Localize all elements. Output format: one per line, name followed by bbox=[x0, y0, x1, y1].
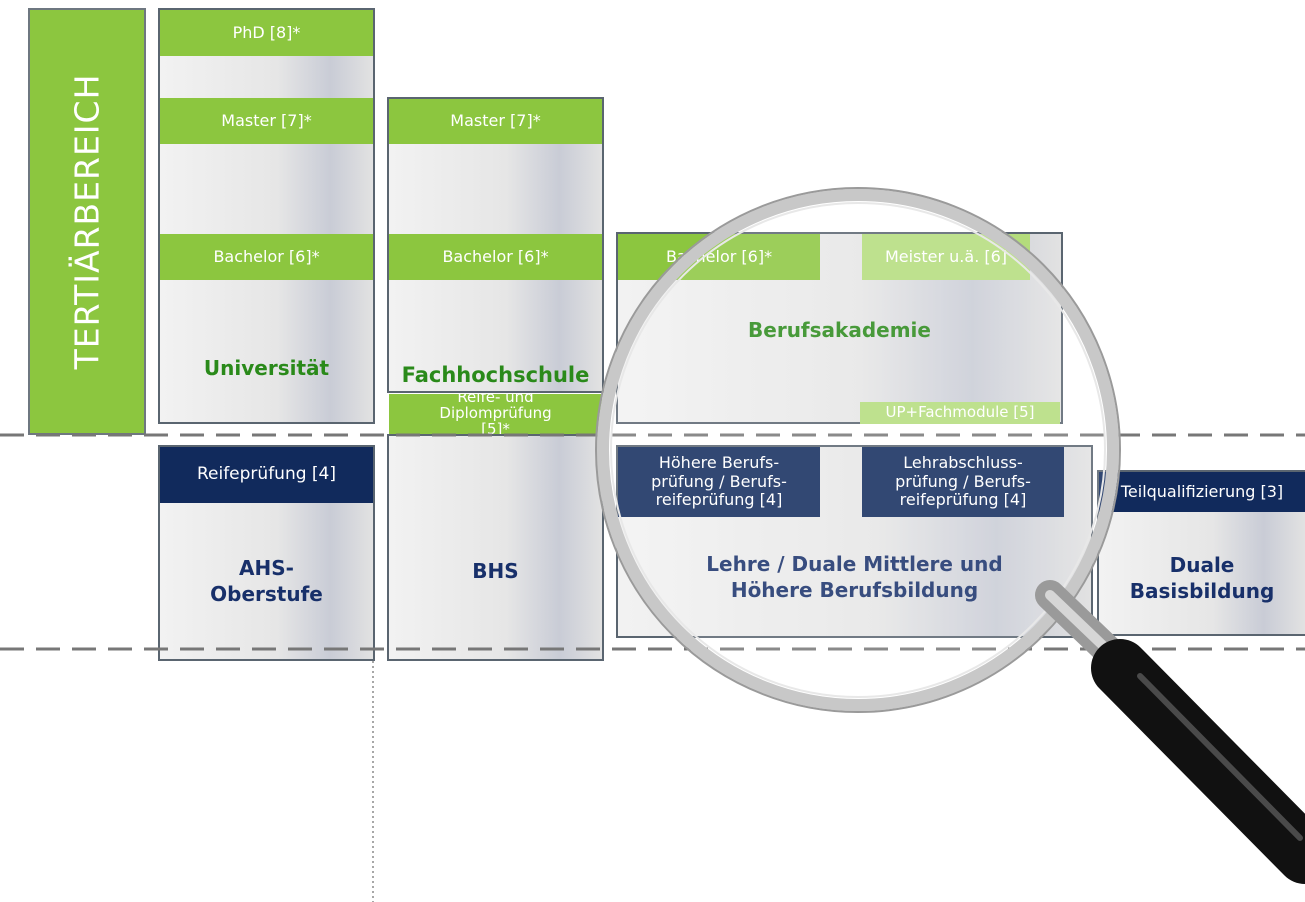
hoehere-berufspruefung-bar: Höhere Berufs- prüfung / Berufs- reifepr… bbox=[618, 447, 820, 517]
lehre-box: Höhere Berufs- prüfung / Berufs- reifepr… bbox=[616, 445, 1093, 638]
bachelor-bar: Bachelor [6]* bbox=[160, 234, 373, 280]
fh-master-bar: Master [7]* bbox=[389, 99, 602, 144]
ahs-label: AHS- Oberstufe bbox=[210, 556, 323, 606]
duale-basisbildung-label: Duale Basisbildung bbox=[1129, 553, 1275, 603]
duale-basisbildung-box: Teilqualifizierung [3] Duale Basisbildun… bbox=[1097, 470, 1305, 636]
reifepruefung-bar: Reifeprüfung [4] bbox=[160, 447, 373, 503]
fachhochschule-label: Fachhochschule bbox=[401, 363, 590, 387]
tertiary-label: TERTIÄRBEREICH bbox=[67, 73, 107, 370]
berufsakademie-label: Berufsakademie bbox=[748, 318, 931, 342]
fh-bachelor-bar: Bachelor [6]* bbox=[389, 234, 602, 280]
bhs-label: BHS bbox=[472, 559, 519, 583]
ahs-box: Reifeprüfung [4] AHS- Oberstufe bbox=[158, 445, 375, 661]
lehrabschlusspruefung-bar: Lehrabschluss- prüfung / Berufs- reifepr… bbox=[862, 447, 1064, 517]
university-box: PhD [8]* Master [7]* Bachelor [6]* Unive… bbox=[158, 8, 375, 424]
up-fachmodule-bar: UP+Fachmodule [5] bbox=[860, 402, 1060, 424]
berufsakademie-box: Bachelor [6]* Meister u.ä. [6] Berufsaka… bbox=[616, 232, 1063, 424]
phd-bar: PhD [8]* bbox=[160, 10, 373, 56]
meister-bar: Meister u.ä. [6] bbox=[862, 234, 1030, 280]
fachhochschule-box: Master [7]* Bachelor [6]* Fachhochschule bbox=[387, 97, 604, 393]
tertiary-sidebar: TERTIÄRBEREICH bbox=[28, 8, 146, 435]
master-bar: Master [7]* bbox=[160, 98, 373, 144]
university-label: Universität bbox=[203, 356, 330, 380]
bhs-box: BHS bbox=[387, 434, 604, 661]
ba-bachelor-bar: Bachelor [6]* bbox=[618, 234, 820, 280]
lehre-label: Lehre / Duale Mittlere und Höhere Berufs… bbox=[706, 552, 1003, 602]
teilqualifizierung-bar: Teilqualifizierung [3] bbox=[1099, 472, 1305, 512]
fh-diploma-bar: Reife- und Diplomprüfung [5]* bbox=[389, 394, 602, 434]
